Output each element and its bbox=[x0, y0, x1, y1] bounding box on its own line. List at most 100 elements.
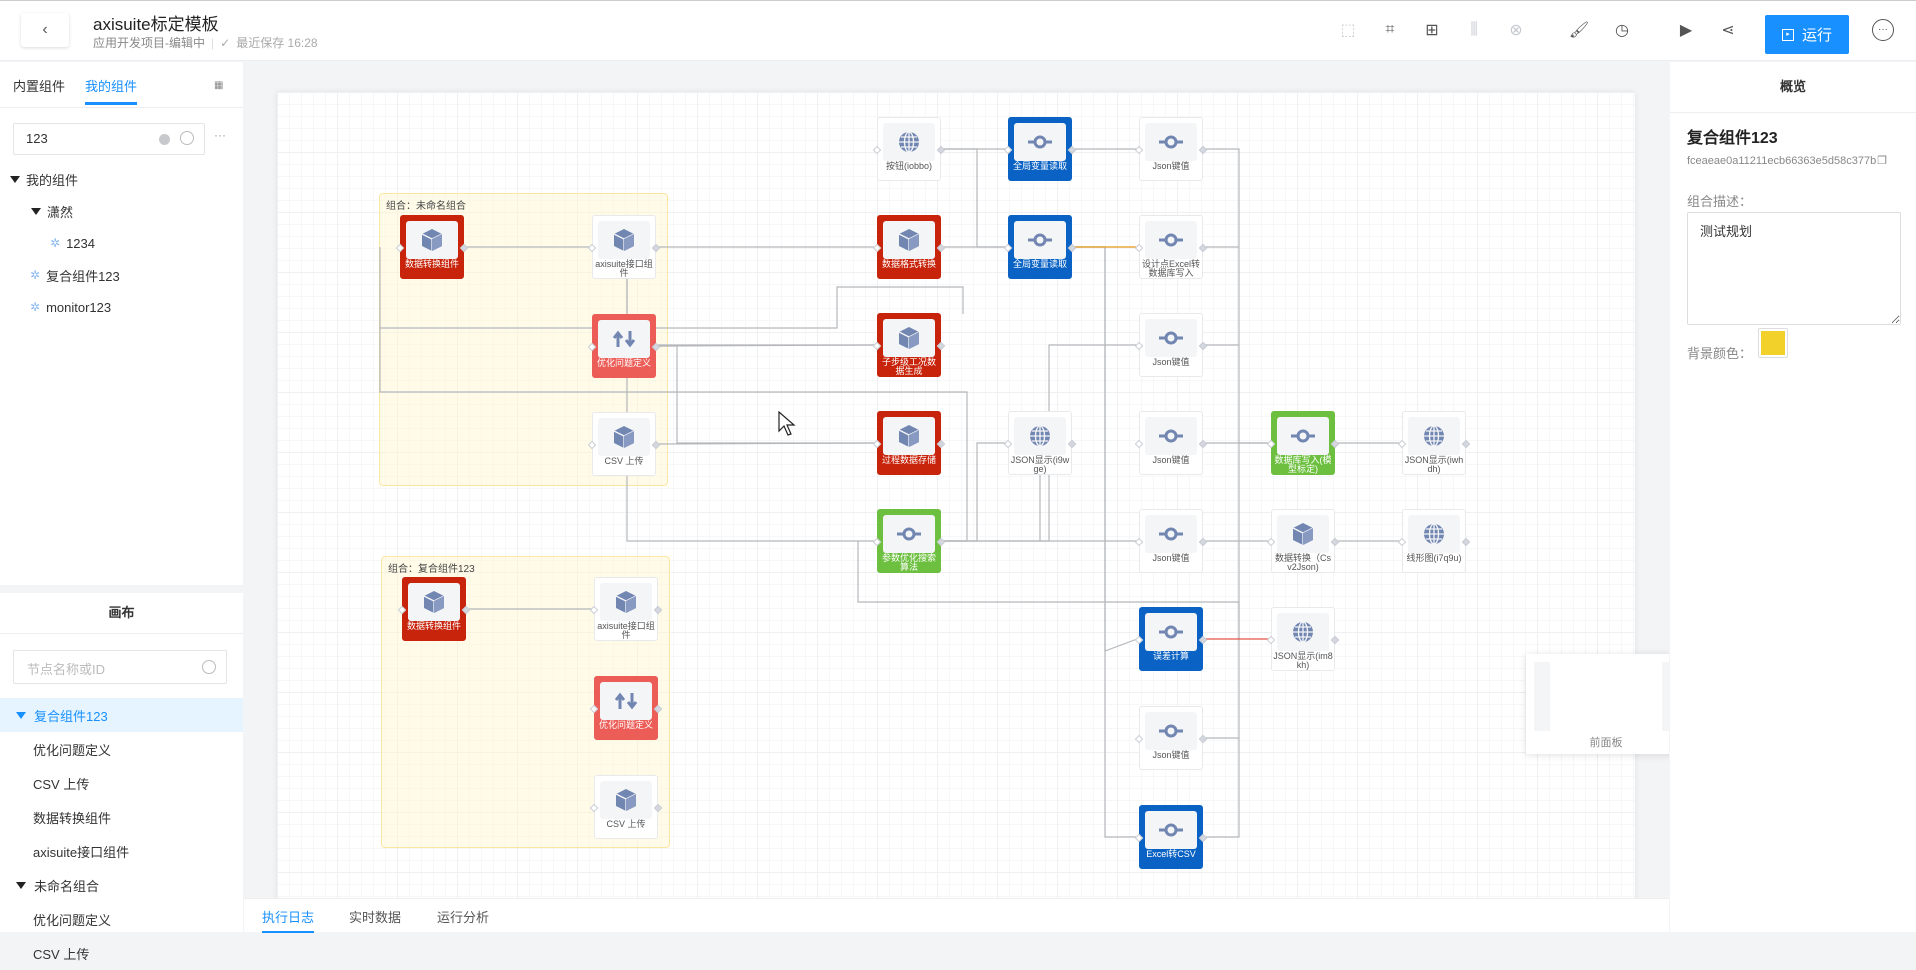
node-frame-icon[interactable]: ⌗ bbox=[1385, 21, 1395, 38]
flow-node[interactable]: Json键值 bbox=[1134, 411, 1208, 475]
bg-color-picker[interactable] bbox=[1758, 328, 1788, 358]
distribute-icon[interactable]: ⫼ bbox=[1470, 21, 1478, 38]
edge[interactable] bbox=[1205, 148, 1269, 444]
tab-builtin-components[interactable]: 内置组件 bbox=[13, 79, 66, 94]
flow-node[interactable]: JSON显示(im8kh) bbox=[1266, 607, 1340, 671]
slider-icon bbox=[1145, 221, 1197, 259]
history-icon[interactable]: ◷ bbox=[1615, 22, 1629, 39]
flow-node[interactable]: 按钮(iobbo) bbox=[872, 117, 946, 181]
outline-node[interactable]: 优化问题定义 bbox=[0, 902, 243, 936]
play-icon[interactable]: ▶ bbox=[1679, 22, 1693, 39]
tree-item-composite-123[interactable]: ✲复合组件123 bbox=[30, 265, 120, 285]
flow-node[interactable]: 误差计算 bbox=[1134, 607, 1208, 671]
edge[interactable] bbox=[943, 442, 1006, 542]
flow-node[interactable]: 数据转换（Csv2Json) bbox=[1266, 509, 1340, 573]
flow-node[interactable]: axisuite接口组件 bbox=[589, 577, 663, 641]
node-label: 按钮(iobbo) bbox=[885, 161, 932, 171]
outline-node[interactable]: CSV 上传 bbox=[0, 766, 243, 800]
tree-folder-my-components[interactable]: 我的组件 bbox=[10, 169, 78, 189]
layout-icon[interactable]: ⊗ bbox=[1509, 22, 1523, 39]
tree-item-monitor123[interactable]: ✲monitor123 bbox=[30, 297, 111, 317]
search-icon[interactable] bbox=[180, 131, 194, 145]
tab-realtime-data[interactable]: 实时数据 bbox=[349, 910, 402, 925]
flow-node[interactable]: JSON显示(i9wge) bbox=[1003, 411, 1077, 475]
outline-node[interactable]: 优化问题定义 bbox=[0, 732, 243, 766]
format-painter-icon[interactable]: 🖌 bbox=[1568, 22, 1590, 39]
search-icon[interactable] bbox=[202, 660, 216, 674]
outline-group[interactable]: 未命名组合 bbox=[0, 868, 243, 902]
flow-node[interactable]: Json键值 bbox=[1134, 509, 1208, 573]
more-options-icon[interactable]: ··· bbox=[214, 128, 226, 142]
outline-node[interactable]: 数据转换组件 bbox=[0, 800, 243, 834]
tab-run-analysis[interactable]: 运行分析 bbox=[437, 910, 490, 925]
edge[interactable] bbox=[657, 344, 876, 347]
outline-node[interactable]: CSV 上传 bbox=[0, 936, 243, 970]
node-label: 线形图(i7q9u) bbox=[1406, 553, 1462, 563]
edge[interactable] bbox=[626, 246, 875, 542]
description-textarea[interactable]: 测试规划 bbox=[1687, 212, 1901, 325]
node-label: axisuite接口组件 bbox=[595, 259, 653, 278]
flow-node[interactable]: 数据转换组件 bbox=[395, 215, 469, 279]
flow-node[interactable]: CSV 上传 bbox=[589, 775, 663, 839]
outline-label: CSV 上传 bbox=[33, 946, 90, 962]
edge[interactable] bbox=[657, 442, 876, 445]
node-label: 过程数据存储 bbox=[881, 455, 936, 465]
edge[interactable] bbox=[943, 148, 1006, 248]
tree-folder-xiaoran[interactable]: 潇然 bbox=[31, 201, 73, 221]
flow-node[interactable]: 线形图(i7q9u) bbox=[1397, 509, 1471, 573]
flow-node[interactable]: CSV 上传 bbox=[587, 412, 661, 476]
edge[interactable] bbox=[1205, 443, 1240, 739]
globe-icon bbox=[883, 123, 935, 161]
align-icon[interactable]: ⊞ bbox=[1425, 22, 1439, 39]
edge[interactable] bbox=[379, 247, 964, 329]
select-frame-icon[interactable]: ⬚ bbox=[1340, 22, 1356, 39]
share-icon[interactable]: ⋖ bbox=[1721, 22, 1735, 39]
flow-node[interactable]: Json键值 bbox=[1134, 706, 1208, 770]
run-button[interactable]: ▸运行 bbox=[1765, 15, 1849, 54]
color-swatch bbox=[1761, 331, 1785, 355]
flow-node[interactable]: 参数优化搜索算法 bbox=[872, 509, 946, 573]
cube-icon bbox=[598, 221, 650, 259]
flow-node[interactable]: 数据格式转换 bbox=[872, 215, 946, 279]
minimap-block bbox=[1662, 662, 1669, 731]
flow-node[interactable]: 数据转换组件 bbox=[397, 577, 471, 641]
node-label: Json键值 bbox=[1152, 161, 1190, 171]
app-title: axisuite标定模板 bbox=[93, 15, 219, 34]
flow-node[interactable]: 设计点Excel转数据库写入 bbox=[1134, 215, 1208, 279]
edge[interactable] bbox=[1205, 738, 1240, 838]
outline-node[interactable]: axisuite接口组件 bbox=[0, 834, 243, 868]
flow-node[interactable]: Json键值 bbox=[1134, 313, 1208, 377]
flow-node[interactable]: 子步级工况数据生成 bbox=[872, 313, 946, 377]
flow-node[interactable]: 全局变量读取 bbox=[1003, 117, 1077, 181]
back-button[interactable]: ‹ bbox=[21, 13, 69, 47]
component-search-input[interactable]: 123 bbox=[13, 123, 205, 155]
flow-node[interactable]: 数据库写入(模型标定) bbox=[1266, 411, 1340, 475]
flow-node[interactable]: Json键值 bbox=[1134, 117, 1208, 181]
slider-icon bbox=[1145, 417, 1197, 455]
flow-node[interactable]: 全局变量读取 bbox=[1003, 215, 1077, 279]
more-icon[interactable]: ··· bbox=[1872, 19, 1894, 41]
flow-node[interactable]: 过程数据存储 bbox=[872, 411, 946, 475]
flow-node[interactable]: Excel转CSV bbox=[1134, 805, 1208, 869]
tab-my-components[interactable]: 我的组件 bbox=[85, 76, 138, 105]
cube-icon bbox=[883, 417, 935, 455]
tree-item-1234[interactable]: ✲1234 bbox=[50, 233, 95, 253]
outline-group[interactable]: 复合组件123 bbox=[0, 698, 243, 732]
clear-icon[interactable] bbox=[159, 134, 170, 145]
edge[interactable] bbox=[626, 246, 875, 346]
flow-node[interactable]: 优化问题定义 bbox=[589, 676, 663, 740]
cube-icon bbox=[883, 319, 935, 357]
cube-icon bbox=[883, 221, 935, 259]
edge[interactable] bbox=[1074, 246, 1138, 652]
copy-icon[interactable]: ❐ bbox=[1877, 155, 1888, 167]
grid-view-icon[interactable]: ▦ bbox=[214, 80, 224, 91]
flow-node[interactable]: 优化问题定义 bbox=[587, 314, 661, 378]
caret-down-icon bbox=[16, 881, 26, 889]
flow-node[interactable]: JSON显示(iwhdh) bbox=[1397, 411, 1471, 475]
front-panel-minimap[interactable]: 前面板 bbox=[1526, 654, 1669, 754]
edge[interactable] bbox=[658, 345, 875, 444]
node-search-input[interactable]: 节点名称或ID bbox=[13, 650, 227, 684]
flow-node[interactable]: axisuite接口组件 bbox=[587, 215, 661, 279]
tab-execution-log[interactable]: 执行日志 bbox=[262, 907, 315, 933]
